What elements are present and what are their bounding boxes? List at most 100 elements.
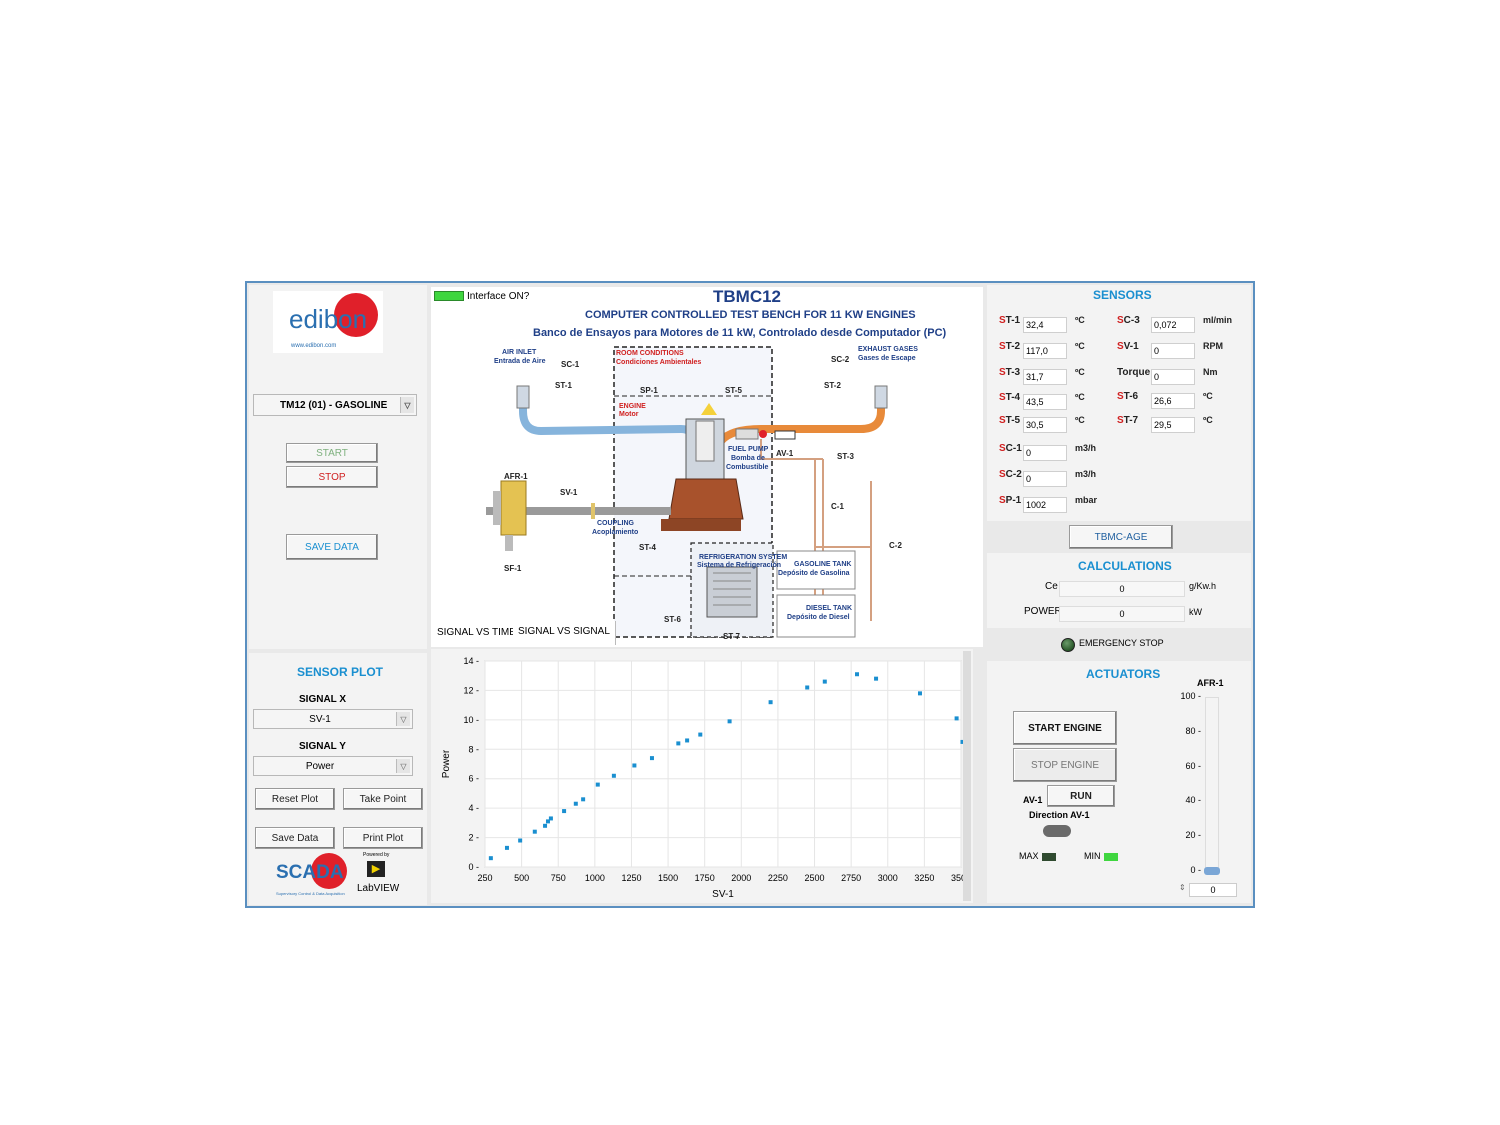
x-tick-label: 1750 — [695, 873, 715, 883]
signal-x-label: SIGNAL X — [299, 694, 347, 705]
max-led — [1042, 853, 1056, 861]
power-label: POWER — [1024, 606, 1062, 617]
actuators-title: ACTUATORS — [1086, 667, 1161, 681]
exhaust-es-label: Gases de Escape — [858, 355, 916, 362]
interface-label: Interface ON? — [467, 291, 530, 302]
data-point — [727, 719, 732, 724]
refrigeration-es-label: Sistema de Refrigeración — [697, 562, 782, 569]
subtitle-en: COMPUTER CONTROLLED TEST BENCH FOR 11 KW… — [585, 309, 916, 321]
sensor-plot-title: SENSOR PLOT — [297, 665, 384, 679]
interface-led[interactable] — [434, 291, 464, 301]
afr1-tag: AFR-1 — [504, 472, 528, 481]
sensor-unit: ºC — [1075, 341, 1085, 351]
y-tick-label: 14 - — [463, 656, 479, 666]
engine-diagram — [486, 346, 888, 638]
x-tick-label: 1250 — [621, 873, 641, 883]
start-engine-button[interactable]: START ENGINE — [1013, 711, 1117, 745]
y-tick-label: 8 - — [468, 744, 479, 754]
data-point — [805, 685, 810, 690]
x-tick-label: 2000 — [731, 873, 751, 883]
logo-url: www.edibon.com — [290, 343, 336, 349]
labview-icon: ▶ — [367, 861, 385, 877]
engine-es-label: Motor — [619, 411, 639, 418]
data-point — [581, 797, 586, 802]
chevron-down-icon: ▽ — [396, 759, 410, 773]
reset-plot-button[interactable]: Reset Plot — [255, 788, 335, 810]
y-tick-label: 0 - — [468, 862, 479, 872]
y-tick-label: 10 - — [463, 715, 479, 725]
x-tick-label: 2750 — [841, 873, 861, 883]
afr-slider-thumb[interactable] — [1204, 867, 1220, 875]
run-button[interactable]: RUN — [1047, 785, 1115, 807]
save-data-button[interactable]: SAVE DATA — [286, 534, 378, 560]
diesel-tank-es-label: Depósito de Diesel — [787, 614, 850, 621]
afr-slider-track[interactable] — [1205, 697, 1219, 873]
av1-tag: AV-1 — [776, 449, 794, 458]
direction-av1-label: Direction AV-1 — [1029, 810, 1090, 820]
sensor-unit: ºC — [1075, 415, 1085, 425]
stop-button[interactable]: STOP — [286, 466, 378, 488]
start-button[interactable]: START — [286, 443, 378, 463]
afr-value-input[interactable]: 0 — [1189, 883, 1237, 897]
sensor-unit: ºC — [1075, 315, 1085, 325]
data-point — [855, 672, 860, 677]
st3-tag: ST-3 — [837, 452, 854, 461]
tbmc-age-button[interactable]: TBMC-AGE — [1069, 525, 1173, 549]
st6-tag: ST-6 — [664, 615, 681, 624]
x-tick-label: 250 — [477, 873, 492, 883]
coupling-label: COUPLING — [597, 520, 634, 527]
data-point — [543, 823, 548, 828]
st1-tag: ST-1 — [555, 381, 572, 390]
st4-tag: ST-4 — [639, 543, 656, 552]
sensors-title: SENSORS — [1093, 288, 1152, 302]
sf1-tag: SF-1 — [504, 564, 522, 573]
st5-tag: ST-5 — [725, 386, 742, 395]
tab-signal-vs-time[interactable]: SIGNAL VS TIME — [433, 623, 520, 645]
data-point — [611, 773, 616, 778]
min-label: MIN — [1084, 851, 1101, 861]
print-plot-button[interactable]: Print Plot — [343, 827, 423, 849]
save-data-plot-button[interactable]: Save Data — [255, 827, 335, 849]
sensor-label: SV-1 — [1117, 341, 1139, 352]
sensor-value: 30,5 — [1023, 417, 1067, 433]
y-tick-label: 12 - — [463, 685, 479, 695]
data-point — [768, 700, 773, 705]
data-point — [685, 738, 690, 743]
stop-engine-button[interactable]: STOP ENGINE — [1013, 748, 1117, 782]
take-point-button[interactable]: Take Point — [343, 788, 423, 810]
afr-scale-label: 60 - — [1185, 760, 1201, 771]
x-tick-label: 2250 — [768, 873, 788, 883]
sensor-value: 117,0 — [1023, 343, 1067, 359]
edibon-logo: edibon www.edibon.com — [273, 291, 383, 353]
av1-label: AV-1 — [1023, 795, 1042, 805]
chart-ylabel: Power — [441, 749, 452, 778]
power-unit: kW — [1189, 607, 1202, 617]
sensor-unit: m3/h — [1075, 443, 1097, 453]
signal-y-select[interactable]: Power ▽ — [253, 756, 413, 776]
tab-signal-vs-signal[interactable]: SIGNAL VS SIGNAL — [513, 621, 616, 645]
air-inlet-es-label: Entrada de Aire — [494, 358, 546, 365]
signal-x-select[interactable]: SV-1 ▽ — [253, 709, 413, 729]
ce-value: 0 — [1059, 581, 1185, 597]
st7-tag: ST-7 — [723, 632, 740, 641]
ce-label: Ce — [1045, 581, 1058, 592]
x-tick-label: 1000 — [585, 873, 605, 883]
signal-y-value: Power — [305, 760, 335, 772]
refrigeration-label: REFRIGERATION SYSTEM — [699, 554, 788, 561]
powered-by: Powered by — [363, 852, 390, 858]
sensor-value: 1002 — [1023, 497, 1067, 513]
data-point — [632, 763, 637, 768]
data-point — [917, 691, 922, 696]
sensor-label: ST-1 — [999, 315, 1021, 326]
afr-value: 0 — [1210, 885, 1216, 895]
emergency-stop-led[interactable] — [1061, 638, 1075, 652]
sensor-label: Torque — [1117, 367, 1151, 378]
afr-scale-label: 80 - — [1185, 725, 1201, 736]
model-select[interactable]: TM12 (01) - GASOLINE ▽ — [253, 394, 417, 416]
fuel-pump-label: FUEL PUMP — [728, 446, 769, 453]
chart-scrollbar[interactable] — [963, 651, 971, 901]
afr-stepper-icon[interactable]: ⇕ — [1179, 883, 1186, 892]
x-tick-label: 2500 — [805, 873, 825, 883]
direction-toggle[interactable] — [1043, 825, 1071, 837]
chevron-down-icon: ▽ — [396, 712, 410, 726]
